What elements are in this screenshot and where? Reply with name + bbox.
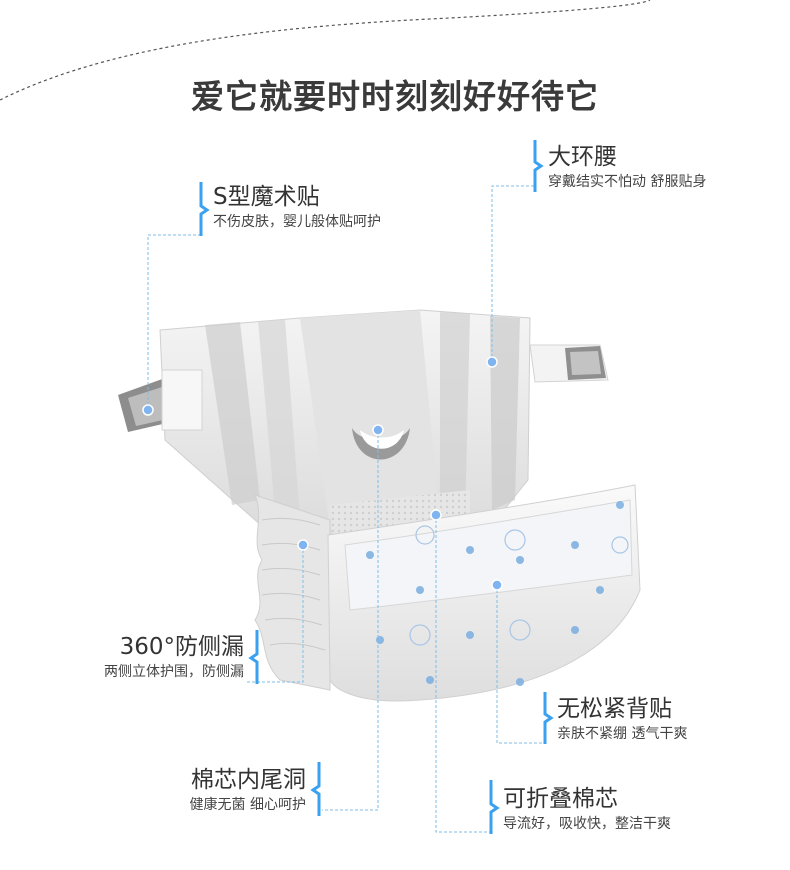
feature-subtitle: 导流好，吸收快，整洁干爽 [503,816,671,832]
feature-title: 大环腰 [548,144,617,170]
page-title: 爱它就要时时刻刻好好待它 [191,77,599,116]
feature-tail-hole: 棉芯内尾洞 健康无菌 细心呵护 [190,765,306,815]
feature-waist: 大环腰 穿戴结实不怕动 舒服贴身 [548,142,706,192]
feature-magic-tape: S型魔术贴 不伤皮肤，婴儿般体贴呵护 [213,182,381,232]
feature-title: 无松紧背贴 [557,696,672,722]
s-bracket-icon [248,630,259,684]
feature-fold-core: 可折叠棉芯 导流好，吸收快，整洁干爽 [503,784,671,834]
s-bracket-icon [489,780,500,834]
feature-title: 棉芯内尾洞 [191,767,306,793]
feature-subtitle: 亲肤不紧绷 透气干爽 [557,726,688,742]
decorative-dashed-curve [0,0,651,101]
s-bracket-icon [199,182,210,236]
feature-leak-guard: 360°防侧漏 两侧立体护围，防侧漏 [104,632,244,682]
feature-subtitle: 健康无菌 细心呵护 [189,797,306,813]
feature-title: 可折叠棉芯 [503,786,618,812]
feature-subtitle: 穿戴结实不怕动 舒服贴身 [548,174,707,190]
s-bracket-icon [543,692,554,744]
s-bracket-icon [533,140,544,192]
feature-subtitle: 两侧立体护围，防侧漏 [104,664,244,680]
feature-back-patch: 无松紧背贴 亲肤不紧绷 透气干爽 [557,694,687,744]
s-bracket-icon [310,762,321,816]
feature-title: S型魔术贴 [213,184,320,210]
feature-title: 360°防侧漏 [119,634,244,660]
feature-subtitle: 不伤皮肤，婴儿般体贴呵护 [213,214,381,230]
